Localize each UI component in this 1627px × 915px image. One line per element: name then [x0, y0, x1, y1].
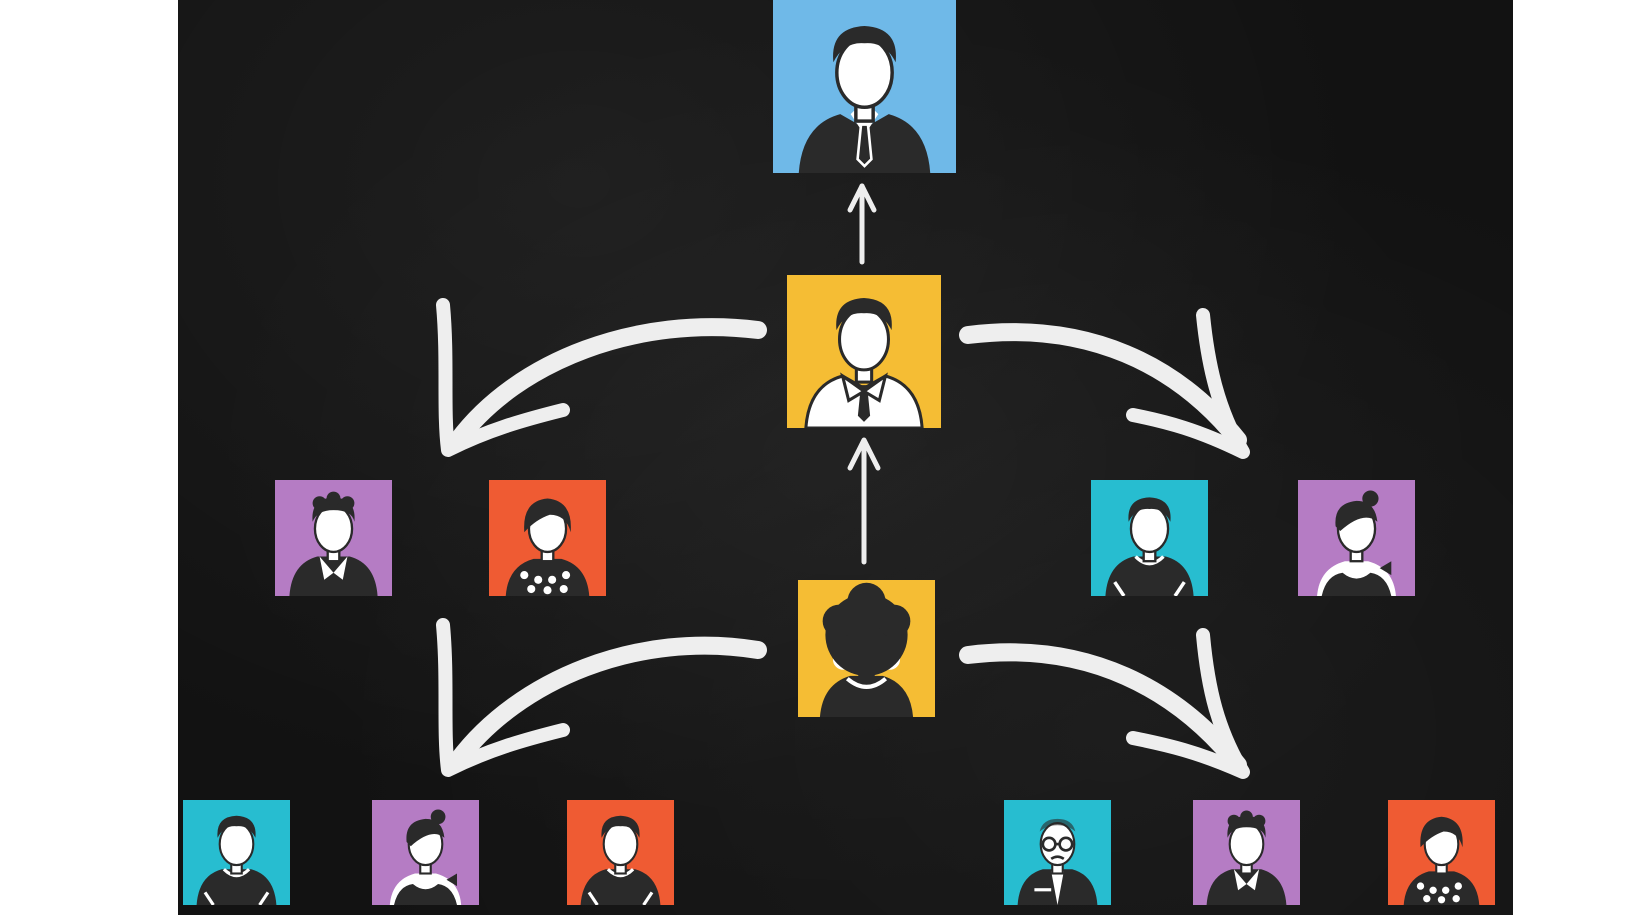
arrow-manager-to-boss: [847, 183, 877, 265]
man-shirt-tie-icon: [804, 297, 924, 428]
node-bottom-5: [1193, 800, 1300, 905]
node-bottom-4: [1004, 800, 1111, 905]
woman-bob-icon: [505, 498, 590, 596]
woman-afro-icon: [819, 582, 914, 717]
businessman-suit-icon: [798, 25, 931, 173]
man-curly-icon: [289, 491, 378, 596]
node-bottom-2: [372, 800, 479, 905]
node-mid-manager: [787, 275, 941, 428]
arrow-layer: [436, 183, 1250, 779]
man-curly-icon: [1206, 810, 1287, 905]
node-left-2: [489, 480, 606, 596]
arrow-manager-to-right-pair: [959, 308, 1250, 459]
node-bottom-6: [1388, 800, 1495, 905]
arrow-center-woman-to-manager: [847, 437, 881, 565]
node-top-boss: [773, 0, 956, 173]
man-neat-hair-icon: [580, 815, 661, 905]
node-center-woman: [798, 580, 935, 717]
arrow-manager-to-left-pair: [436, 298, 767, 457]
arrow-center-woman-to-bottom-left: [436, 618, 767, 777]
node-right-1: [1091, 480, 1208, 596]
woman-bob-icon: [1403, 816, 1480, 905]
woman-bun-icon: [389, 809, 462, 905]
woman-bun-icon: [1317, 490, 1396, 596]
chalkboard-diagram: [178, 0, 1513, 915]
arrow-center-woman-to-bottom-right: [959, 628, 1250, 779]
man-short-hair-icon: [196, 815, 277, 905]
node-left-1: [275, 480, 392, 596]
man-short-hair-icon: [1105, 497, 1194, 596]
old-man-glasses-icon: [1017, 818, 1098, 905]
node-right-2: [1298, 480, 1415, 596]
node-bottom-1: [183, 800, 290, 905]
node-bottom-3: [567, 800, 674, 905]
